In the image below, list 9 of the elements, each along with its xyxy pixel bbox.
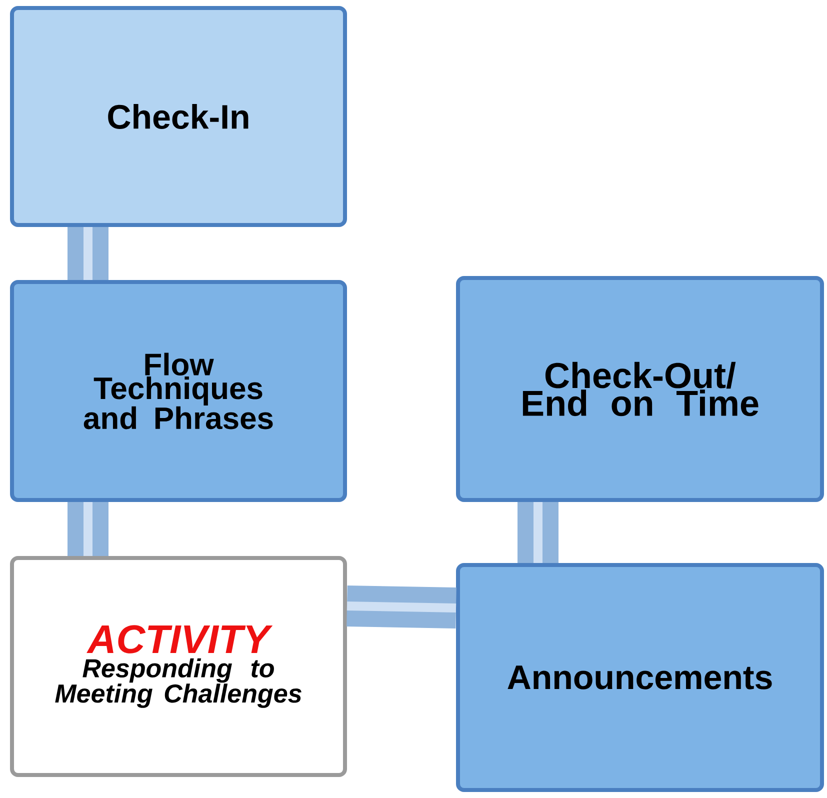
- connector: [518, 502, 558, 563]
- process-box: Check-In: [10, 6, 347, 227]
- process-box: Flow Techniques and Phrases: [10, 280, 347, 502]
- connector: [68, 502, 108, 556]
- process-box: ACTIVITY Responding to Meeting Challenges: [10, 556, 347, 777]
- connector: [68, 227, 108, 280]
- connector: [346, 586, 456, 628]
- process-box: Check-Out/ End on Time: [456, 276, 824, 502]
- process-box: Announcements: [456, 563, 824, 792]
